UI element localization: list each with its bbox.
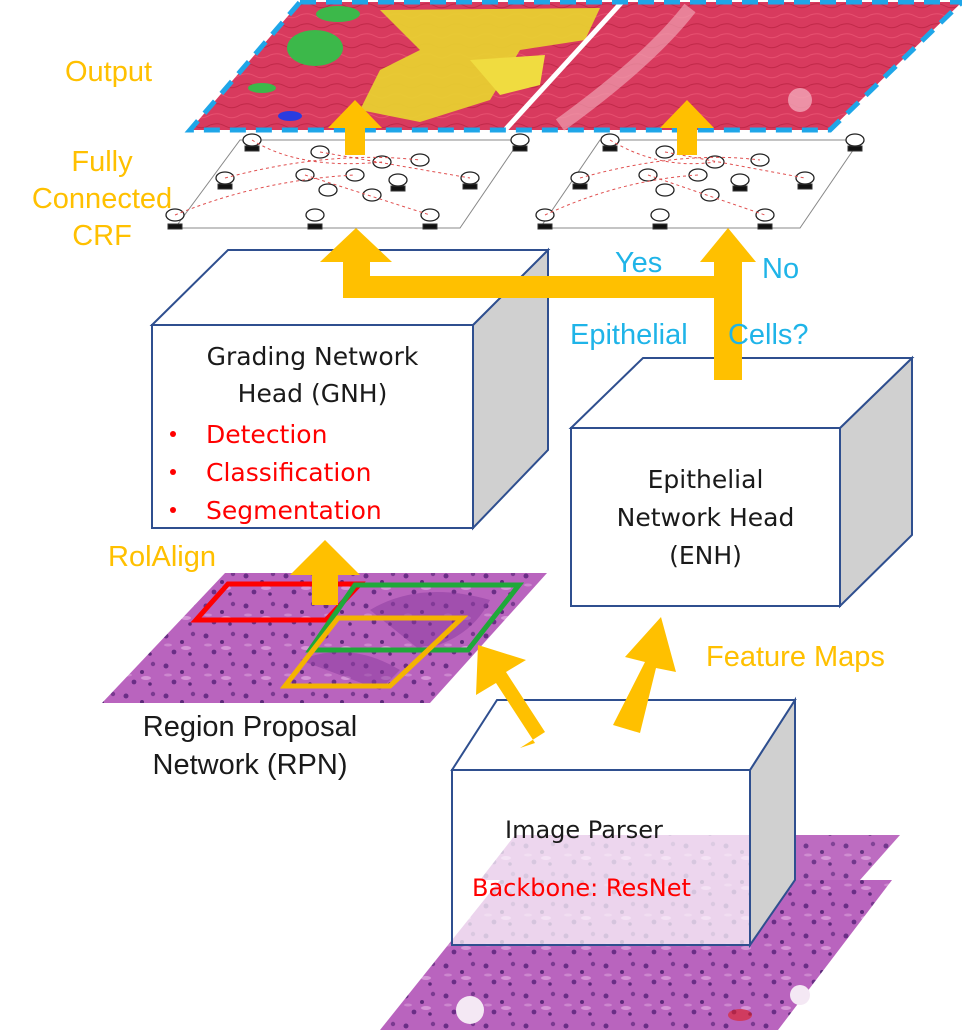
decision-branch-bar bbox=[343, 276, 740, 298]
output-dashed-border bbox=[184, 0, 962, 133]
output-vessel-band bbox=[555, 3, 696, 131]
rpn-tissue-plane bbox=[102, 573, 547, 703]
bullet-icon bbox=[170, 431, 176, 437]
crf-graph-right bbox=[535, 133, 865, 230]
output-green-region bbox=[287, 30, 343, 66]
enh-title-line-1: Epithelial bbox=[647, 465, 764, 494]
backbone-label: Backbone: ResNet bbox=[472, 874, 691, 902]
arrow-parser-to-rpn bbox=[476, 645, 545, 748]
enh-title-line-2: Network Head bbox=[616, 503, 795, 532]
enh-title-line-3: (ENH) bbox=[669, 541, 742, 570]
gnh-title: Grading Network Head (GNH) bbox=[152, 338, 473, 412]
gnh-task-list: Detection Classification Segmentation bbox=[170, 415, 382, 529]
gnh-task-segmentation: Segmentation bbox=[170, 491, 382, 529]
gnh-task-detection: Detection bbox=[170, 415, 382, 453]
arrow-yes-to-crf bbox=[320, 228, 392, 290]
rpn-label-line-2: Network (RPN) bbox=[152, 749, 348, 781]
crf-graph-left bbox=[165, 133, 530, 230]
arrow-crf-to-output-right bbox=[660, 100, 714, 155]
rpn-label-line-1: Region Proposal bbox=[142, 711, 358, 743]
output-plane bbox=[184, 0, 962, 133]
gnh-title-line-2: Head (GNH) bbox=[237, 379, 388, 408]
bullet-icon bbox=[170, 507, 176, 513]
enh-title: Epithelial Network Head (ENH) bbox=[571, 461, 840, 575]
output-green-region-2 bbox=[316, 6, 360, 22]
feature-maps-label: Feature Maps bbox=[706, 641, 885, 673]
arrow-crf-to-output-left bbox=[328, 100, 382, 155]
arrow-parser-to-enh bbox=[613, 617, 676, 733]
output-blue-region bbox=[278, 111, 302, 121]
no-label: No bbox=[762, 253, 800, 285]
crf-label-line-3: CRF bbox=[72, 220, 132, 252]
gnh-task-classification: Classification bbox=[170, 453, 382, 491]
epithelial-cells-question: Epithelial Cells? bbox=[570, 319, 809, 351]
arrow-enh-stem bbox=[714, 258, 742, 380]
crf-label: Fully Connected CRF bbox=[22, 144, 182, 255]
output-divider bbox=[503, 0, 624, 132]
image-parser-box bbox=[450, 696, 797, 949]
roi-box-green bbox=[305, 582, 525, 653]
output-yellow-region-2 bbox=[470, 55, 545, 95]
crf-label-line-1: Fully bbox=[71, 146, 133, 178]
image-parser-title: Image Parser bbox=[505, 816, 663, 844]
rpn-label: Region Proposal Network (RPN) bbox=[100, 708, 400, 784]
gnh-title-line-1: Grading Network bbox=[206, 342, 419, 371]
yes-label: Yes bbox=[615, 247, 663, 279]
crf-label-line-2: Connected bbox=[31, 183, 173, 215]
roialign-label: RolAlign bbox=[108, 541, 216, 573]
flow-arrows bbox=[290, 100, 756, 748]
roi-box-yellow bbox=[279, 615, 469, 689]
arrow-no-to-crf bbox=[700, 228, 756, 262]
output-green-region-3 bbox=[248, 83, 276, 93]
arrow-roialign bbox=[290, 540, 360, 605]
enh-box bbox=[568, 355, 915, 609]
bullet-icon bbox=[170, 469, 176, 475]
output-label: Output bbox=[65, 56, 153, 88]
